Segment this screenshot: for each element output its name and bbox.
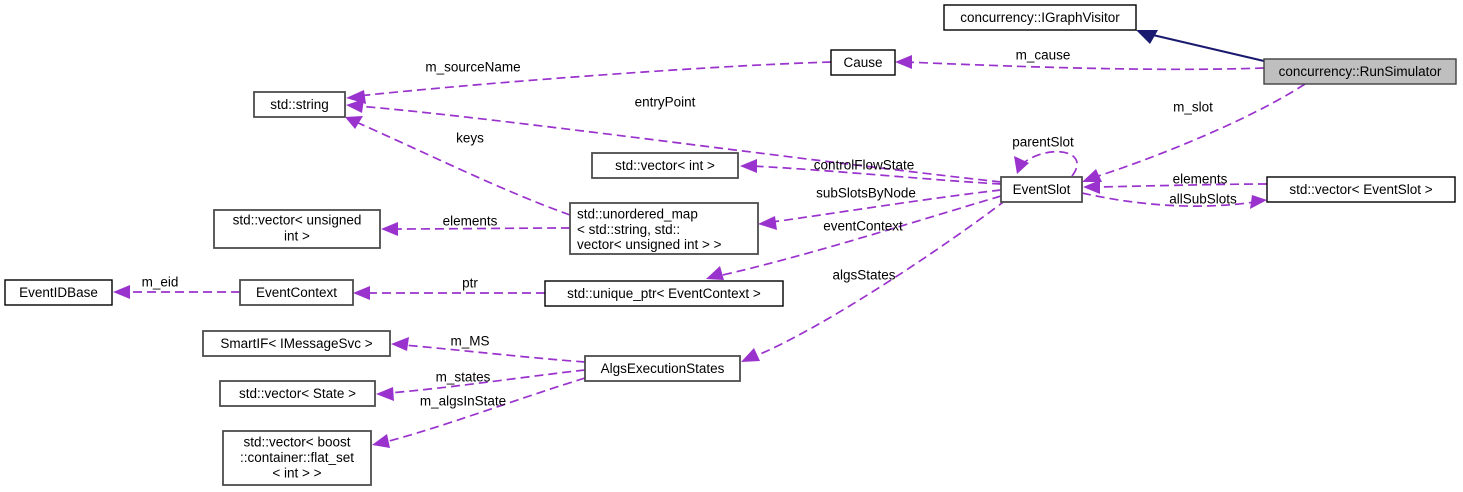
node-vectorstate[interactable]: std::vector< State > [219, 380, 376, 407]
edge-m-algsinstate: m_algsInState [372, 377, 586, 448]
edge-layer: m_cause m_sourceName m_slot entryPoint k… [113, 30, 1306, 448]
edge-label-allsubslots: allSubSlots [1169, 192, 1237, 207]
node-label-vectoruint-line2: int > [284, 229, 310, 244]
edge-label-m-states: m_states [436, 370, 491, 385]
edge-label-m-ms: m_MS [450, 334, 489, 349]
node-cause[interactable]: Cause [830, 49, 896, 76]
edge-parentslot: parentSlot [1012, 135, 1078, 177]
node-uniqueptr[interactable]: std::unique_ptr< EventContext > [544, 280, 784, 307]
node-eventidbase[interactable]: EventIDBase [4, 279, 113, 306]
node-runsimulator[interactable]: concurrency::RunSimulator [1263, 58, 1457, 85]
edge-label-controlflowstate: controlFlowState [814, 158, 915, 173]
edge-controlflowstate: controlFlowState [740, 158, 1002, 185]
edge-label-elements-vectoruint: elements [443, 214, 498, 229]
edge-allsubslots: allSubSlots [1081, 192, 1267, 209]
edge-label-ptr: ptr [462, 276, 478, 291]
edge-inheritance-runsimulator-igraphvisitor [1136, 30, 1265, 62]
edge-elements-eventslot: elements [1083, 172, 1268, 194]
edge-label-m-algsinstate: m_algsInState [420, 394, 506, 409]
node-label-unorderedmap-line1: std::unordered_map [577, 207, 698, 222]
edge-label-keys: keys [456, 131, 484, 146]
edge-m-slot: m_slot [1082, 83, 1306, 182]
node-label-vectorflatset-line2: ::container::flat_set [240, 450, 354, 465]
node-label-uniqueptr: std::unique_ptr< EventContext > [567, 286, 761, 301]
edge-label-entrypoint: entryPoint [635, 95, 696, 110]
node-label-vectorflatset-line1: std::vector< boost [244, 435, 351, 450]
node-smartif[interactable]: SmartIF< IMessageSvc > [202, 330, 391, 357]
edge-keys: keys [345, 116, 571, 216]
edge-subslotsbynode: subSlotsByNode [758, 186, 1002, 230]
edge-m-cause: m_cause [895, 48, 1265, 71]
node-vectoreventslot[interactable]: std::vector< EventSlot > [1266, 176, 1456, 203]
edge-m-eid: m_eid [113, 275, 240, 299]
node-label-stdstring: std::string [270, 97, 329, 112]
node-vectorflatset[interactable]: std::vector< boost ::container::flat_set… [222, 430, 372, 486]
node-label-vectoruint-line1: std::vector< unsigned [233, 213, 362, 228]
node-label-cause: Cause [843, 55, 882, 70]
node-label-runsimulator: concurrency::RunSimulator [1279, 64, 1442, 79]
node-label-smartif: SmartIF< IMessageSvc > [220, 336, 372, 351]
node-label-eventslot: EventSlot [1013, 182, 1071, 197]
node-eventslot[interactable]: EventSlot [1000, 176, 1083, 203]
edge-m-sourcename: m_sourceName [346, 60, 832, 104]
edge-label-algsstates: algsStates [832, 268, 895, 283]
edge-label-eventcontext: eventContext [823, 219, 903, 234]
node-label-vectorint: std::vector< int > [615, 158, 715, 173]
edge-eventcontext: eventContext [706, 195, 1002, 280]
node-label-eventidbase: EventIDBase [19, 285, 98, 300]
edge-label-subslotsbynode: subSlotsByNode [816, 186, 916, 201]
edge-label-m-cause: m_cause [1016, 48, 1071, 63]
node-label-vectoreventslot: std::vector< EventSlot > [1289, 182, 1432, 197]
edge-ptr: ptr [353, 276, 546, 300]
edge-entrypoint: entryPoint [346, 95, 1002, 183]
node-unorderedmap[interactable]: std::unordered_map < std::string, std:: … [569, 202, 759, 255]
node-vectorint[interactable]: std::vector< int > [591, 152, 739, 179]
edge-label-elements-eventslot: elements [1173, 172, 1228, 187]
node-label-unorderedmap-line2: < std::string, std:: [577, 222, 680, 237]
edge-m-states: m_states [376, 369, 586, 401]
node-label-algsexecutionstates: AlgsExecutionStates [601, 361, 725, 376]
edge-m-ms: m_MS [391, 334, 586, 363]
node-algsexecutionstates[interactable]: AlgsExecutionStates [584, 355, 741, 382]
edge-label-m-eid: m_eid [142, 275, 179, 290]
edge-label-m-sourcename: m_sourceName [425, 60, 520, 75]
edge-elements-vectoruint: elements [381, 214, 571, 236]
node-label-unorderedmap-line3: vector< unsigned int > > [577, 237, 722, 252]
node-layer: concurrency::IGraphVisitor concurrency::… [4, 4, 1457, 486]
node-vectoruint[interactable]: std::vector< unsigned int > [213, 209, 381, 249]
node-igraphvisitor[interactable]: concurrency::IGraphVisitor [943, 4, 1137, 31]
edge-label-parentslot: parentSlot [1012, 135, 1074, 150]
edge-algsstates: algsStates [741, 199, 1007, 362]
node-label-vectorflatset-line3: < int > > [272, 466, 321, 481]
node-label-eventcontext: EventContext [256, 285, 337, 300]
edge-label-m-slot: m_slot [1173, 100, 1213, 115]
node-stdstring[interactable]: std::string [253, 91, 346, 118]
node-eventcontext[interactable]: EventContext [239, 279, 354, 306]
node-label-igraphvisitor: concurrency::IGraphVisitor [960, 10, 1120, 25]
node-label-vectorstate: std::vector< State > [239, 386, 356, 401]
